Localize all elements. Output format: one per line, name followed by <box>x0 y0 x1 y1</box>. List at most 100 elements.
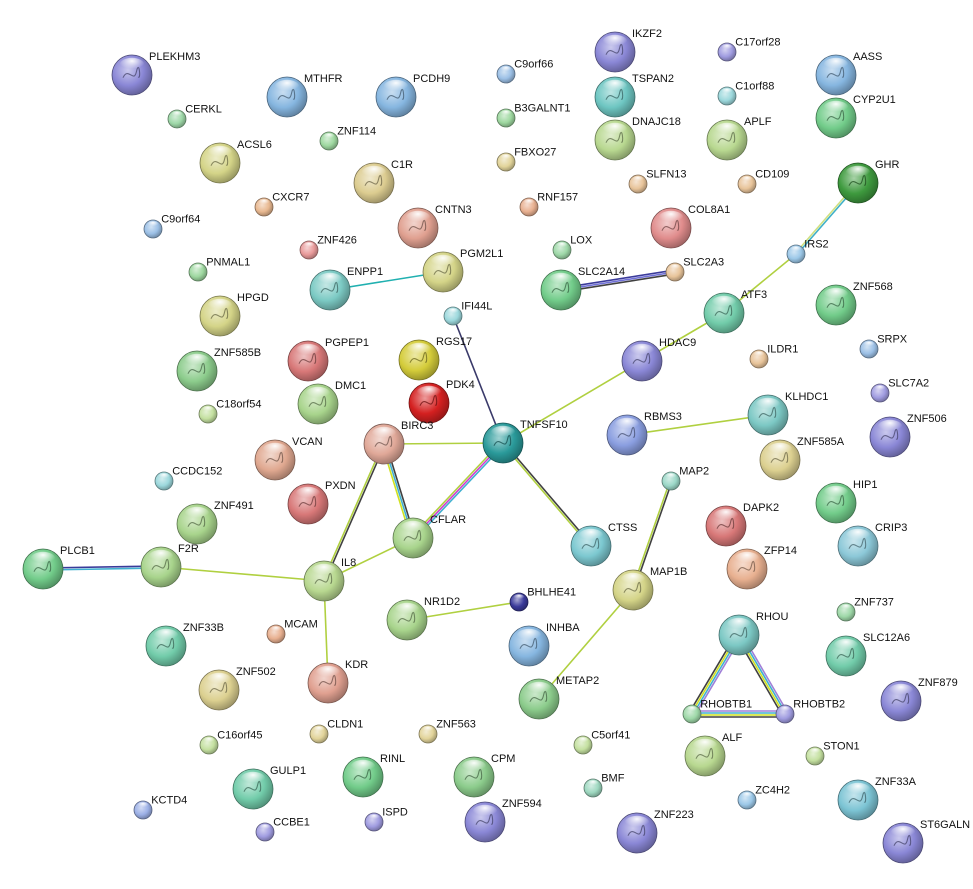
node-hdac9[interactable]: HDAC9 <box>621 337 696 382</box>
node-cpm[interactable]: CPM <box>453 753 515 798</box>
node-klhdc1[interactable]: KLHDC1 <box>747 391 828 436</box>
node-irs2[interactable]: IRS2 <box>786 238 829 264</box>
node-rhou[interactable]: RHOU <box>718 611 788 656</box>
node-ccbe1[interactable]: CCBE1 <box>255 816 310 842</box>
node-st6galnac[interactable]: ST6GALN <box>882 819 970 864</box>
node-map1b[interactable]: MAP1B <box>612 566 687 611</box>
node-znf585a[interactable]: ZNF585A <box>759 436 845 481</box>
node-cflar[interactable]: CFLAR <box>392 514 466 559</box>
node-rgs17[interactable]: RGS17 <box>398 336 472 381</box>
node-srpx[interactable]: SRPX <box>859 333 908 359</box>
node-metap2[interactable]: METAP2 <box>518 675 599 720</box>
node-znf33a[interactable]: ZNF33A <box>837 776 917 821</box>
node-f2r[interactable]: F2R <box>140 543 199 588</box>
node-pgpep1[interactable]: PGPEP1 <box>287 337 369 382</box>
node-slfn13[interactable]: SLFN13 <box>628 168 687 194</box>
node-znf737[interactable]: ZNF737 <box>836 596 894 622</box>
node-slc12a6[interactable]: SLC12A6 <box>825 632 910 677</box>
node-c1r[interactable]: C1R <box>353 159 413 204</box>
node-crip3[interactable]: CRIP3 <box>837 522 907 567</box>
node-znf502[interactable]: ZNF502 <box>198 666 276 711</box>
node-kdr[interactable]: KDR <box>307 659 368 704</box>
node-alf[interactable]: ALF <box>684 732 742 777</box>
node-c16orf45[interactable]: C16orf45 <box>199 729 262 755</box>
node-mthfr[interactable]: MTHFR <box>266 73 343 118</box>
node-cntn3[interactable]: CNTN3 <box>397 204 472 249</box>
node-znf33b[interactable]: ZNF33B <box>145 622 224 667</box>
node-c9orf66[interactable]: C9orf66 <box>496 58 553 84</box>
node-ghr[interactable]: GHR <box>837 159 900 204</box>
node-tspan2[interactable]: TSPAN2 <box>594 73 674 118</box>
node-ccdc152[interactable]: CCDC152 <box>154 465 222 491</box>
node-znf506[interactable]: ZNF506 <box>869 413 947 458</box>
node-cd109[interactable]: CD109 <box>737 168 789 194</box>
node-kctd4[interactable]: KCTD4 <box>133 794 187 820</box>
node-c5orf41[interactable]: C5orf41 <box>573 729 630 755</box>
node-pnmal1[interactable]: PNMAL1 <box>188 256 250 282</box>
node-ston1[interactable]: STON1 <box>805 740 860 766</box>
node-znf491[interactable]: ZNF491 <box>176 500 254 545</box>
node-pdk4[interactable]: PDK4 <box>408 379 475 424</box>
node-dmc1[interactable]: DMC1 <box>297 380 366 425</box>
node-rhobtb1[interactable]: RHOBTB1 <box>682 698 752 724</box>
node-dnajc18[interactable]: DNAJC18 <box>594 116 681 161</box>
node-rbms3[interactable]: RBMS3 <box>606 411 682 456</box>
node-ispd[interactable]: ISPD <box>364 806 408 832</box>
node-znf563[interactable]: ZNF563 <box>418 718 476 744</box>
node-tnfsf10[interactable]: TNFSF10 <box>482 419 568 464</box>
node-cyp2u1[interactable]: CYP2U1 <box>815 94 896 139</box>
node-pgm2l1[interactable]: PGM2L1 <box>422 248 503 293</box>
node-vcan[interactable]: VCAN <box>254 436 323 481</box>
node-hpgd[interactable]: HPGD <box>199 292 269 337</box>
node-atf3[interactable]: ATF3 <box>703 289 767 334</box>
node-inhba[interactable]: INHBA <box>508 622 580 667</box>
node-znf114[interactable]: ZNF114 <box>319 125 376 151</box>
node-map2[interactable]: MAP2 <box>661 465 709 491</box>
node-cldn1[interactable]: CLDN1 <box>309 718 363 744</box>
node-znf223[interactable]: ZNF223 <box>616 809 694 854</box>
node-ikzf2[interactable]: IKZF2 <box>594 28 662 73</box>
node-rnf157[interactable]: RNF157 <box>519 191 578 217</box>
node-gulp1[interactable]: GULP1 <box>232 765 306 810</box>
node-b3galnt1[interactable]: B3GALNT1 <box>496 102 570 128</box>
node-ifi44l[interactable]: IFI44L <box>443 300 492 326</box>
node-bmf[interactable]: BMF <box>583 772 625 798</box>
node-cxcr7[interactable]: CXCR7 <box>254 191 309 217</box>
node-cerkl[interactable]: CERKL <box>167 103 222 129</box>
node-slc2a3[interactable]: SLC2A3 <box>665 256 724 282</box>
node-slc7a2[interactable]: SLC7A2 <box>870 377 929 403</box>
node-col8a1[interactable]: COL8A1 <box>650 204 730 249</box>
node-aplf[interactable]: APLF <box>706 116 772 161</box>
node-dapk2[interactable]: DAPK2 <box>705 502 779 547</box>
node-znf879[interactable]: ZNF879 <box>880 677 958 722</box>
node-rhobtb2[interactable]: RHOBTB2 <box>775 698 845 724</box>
node-znf594[interactable]: ZNF594 <box>464 798 542 843</box>
node-lox[interactable]: LOX <box>552 234 593 260</box>
node-fbxo27[interactable]: FBXO27 <box>496 146 556 172</box>
node-enpp1[interactable]: ENPP1 <box>309 266 383 311</box>
node-pcdh9[interactable]: PCDH9 <box>375 73 450 118</box>
node-plcb1[interactable]: PLCB1 <box>22 545 95 590</box>
node-znf426[interactable]: ZNF426 <box>299 234 357 260</box>
node-rinl[interactable]: RINL <box>342 753 405 798</box>
node-acsl6[interactable]: ACSL6 <box>199 139 272 184</box>
node-il8[interactable]: IL8 <box>303 557 356 602</box>
node-c17orf28[interactable]: C17orf28 <box>717 36 780 62</box>
node-hip1[interactable]: HIP1 <box>815 479 877 524</box>
node-ctss[interactable]: CTSS <box>570 522 637 567</box>
node-znf585b[interactable]: ZNF585B <box>176 347 261 392</box>
node-nr1d2[interactable]: NR1D2 <box>386 596 460 641</box>
node-znf568[interactable]: ZNF568 <box>815 281 893 326</box>
node-slc2a14[interactable]: SLC2A14 <box>540 266 625 311</box>
node-c9orf64[interactable]: C9orf64 <box>143 213 200 239</box>
node-birc3[interactable]: BIRC3 <box>363 420 433 465</box>
node-c18orf54[interactable]: C18orf54 <box>198 398 261 424</box>
node-mcam[interactable]: MCAM <box>266 618 318 644</box>
node-pxdn[interactable]: PXDN <box>287 480 356 525</box>
node-aass[interactable]: AASS <box>815 51 882 96</box>
node-zfp14[interactable]: ZFP14 <box>726 545 797 590</box>
node-c1orf88[interactable]: C1orf88 <box>717 80 774 106</box>
node-bhlhe41[interactable]: BHLHE41 <box>509 586 576 612</box>
node-zc4h2[interactable]: ZC4H2 <box>737 784 790 810</box>
node-plekhm3[interactable]: PLEKHM3 <box>111 51 200 96</box>
